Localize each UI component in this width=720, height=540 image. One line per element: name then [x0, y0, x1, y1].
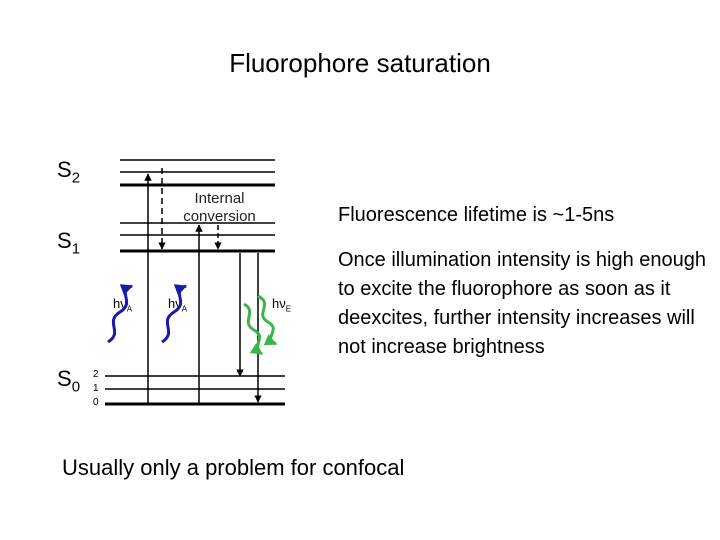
vibrational-level-label: 0 — [93, 397, 99, 408]
vibrational-level-label: 2 — [93, 369, 99, 380]
internal-conversion-label: Internal conversion — [183, 190, 256, 225]
s1-energy-levels — [120, 222, 275, 253]
s0-energy-levels — [105, 375, 285, 406]
page-title: Fluorophore saturation — [229, 48, 491, 78]
lifetime-text: Fluorescence lifetime is ~1-5ns — [338, 204, 615, 226]
emission-photon-wave — [243, 302, 263, 356]
saturation-explanation: Once illumination intensity is high enou… — [338, 249, 706, 358]
absorption-photon-wave — [107, 284, 134, 344]
state-label-s0: S0 — [57, 366, 81, 396]
absorption-photon-wave — [161, 284, 188, 344]
state-label-s1: S1 — [57, 228, 81, 258]
state-label-s2: S2 — [57, 157, 81, 187]
vibrational-level-label: 1 — [93, 383, 99, 394]
s2-energy-levels — [120, 159, 275, 187]
emission-photon-wave — [257, 294, 278, 346]
absorption-photon-label: hνA — [113, 296, 133, 314]
emission-photon-label: hνE — [272, 296, 292, 314]
footer-note: Usually only a problem for confocal — [62, 455, 405, 480]
